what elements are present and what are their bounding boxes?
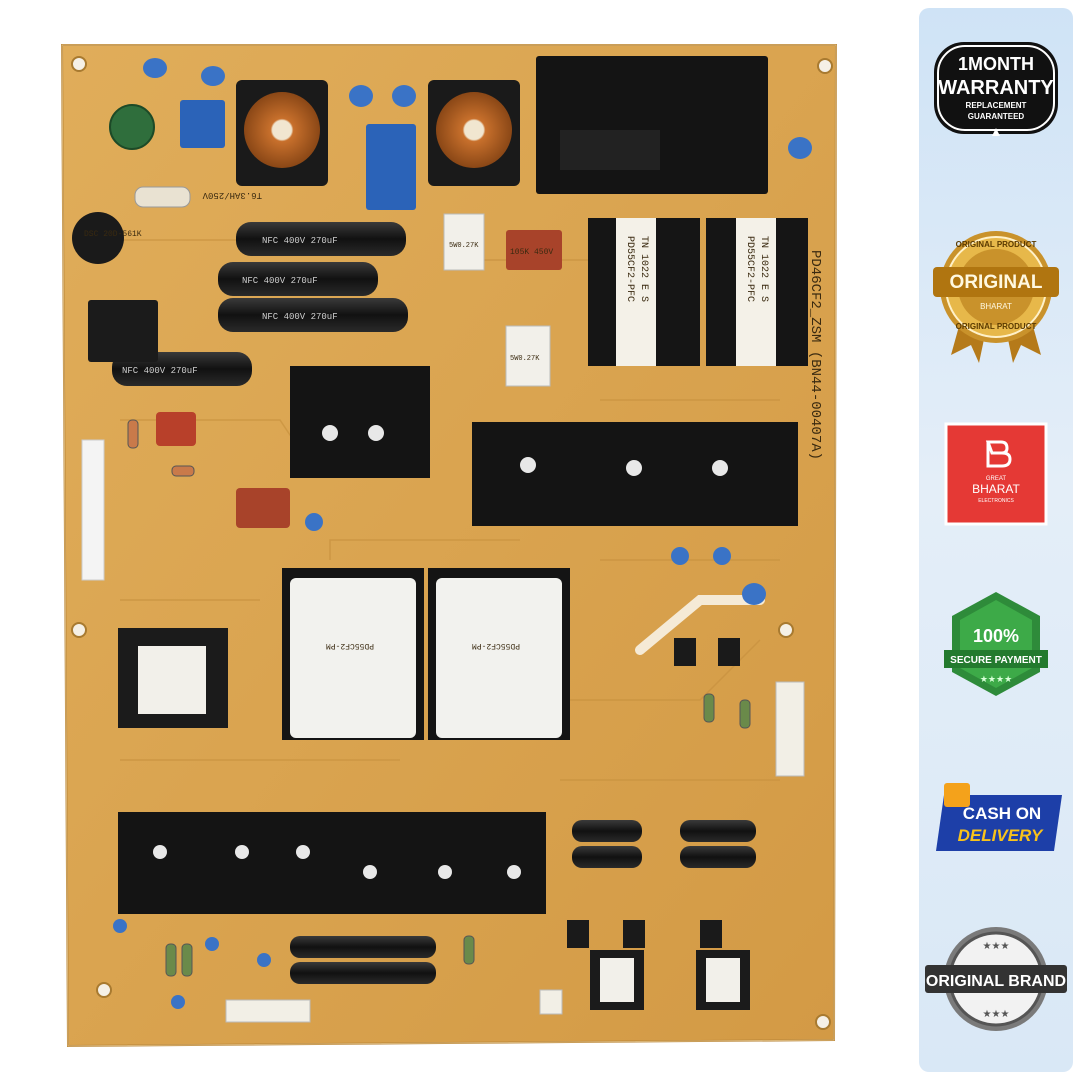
resistor-label-1: 5W0.27K — [449, 242, 479, 250]
xfmr-label-2: PD55CF2-PM — [472, 641, 520, 650]
cap-label-3: NFC 400V 270uF — [262, 312, 338, 322]
cap-label-4: NFC 400V 270uF — [122, 366, 198, 376]
choke-right — [428, 80, 520, 186]
warranty-line3: REPLACEMENT — [966, 101, 1027, 110]
warranty-line1: 1MONTH — [958, 54, 1034, 74]
secure-pct: 100% — [973, 626, 1019, 646]
dsc-label: DSC 20D-561K — [84, 230, 142, 239]
output-capacitors — [290, 820, 756, 984]
warranty-line2: WARRANTY — [938, 77, 1054, 99]
serial-label — [81, 439, 105, 581]
original-brand: BHARAT — [980, 302, 1012, 311]
standby-transformer — [118, 628, 228, 728]
heatsink-bottom — [118, 812, 546, 914]
stars-icon: ★★★ — [983, 941, 1010, 952]
star-icon — [992, 128, 1000, 136]
cap-label-1: NFC 400V 270uF — [262, 236, 338, 246]
star-row-icon: ★★★★ — [980, 675, 1012, 685]
product-image: DSC 20D-561K T6.3AH/250V PD46CF2_ZSM (BN… — [60, 44, 838, 1048]
stars-bottom-icon: ★★★ — [983, 1009, 1010, 1020]
badge-sidebar: 1MONTH WARRANTY REPLACEMENT GUARANTEED O… — [919, 8, 1073, 1072]
brand-name: BHARAT — [972, 482, 1020, 496]
original-brand-badge: ★★★ ORIGINAL BRAND ★★★ — [919, 920, 1073, 1042]
film-cap-label: 105K 450V — [510, 248, 553, 257]
brand-small-top: GREAT — [986, 476, 1007, 482]
cement-resistor-1 — [443, 213, 485, 271]
relay — [88, 300, 158, 362]
power-supply-board: DSC 20D-561K T6.3AH/250V PD46CF2_ZSM (BN… — [60, 44, 838, 1048]
brand-logo: GREAT BHARAT ELECTRONICS — [919, 418, 1073, 530]
resistor-label-2: 5W0.27K — [510, 355, 540, 363]
main-transformers: PD55CF2-PM PD55CF2-PM — [282, 568, 570, 740]
cement-resistor-2 — [505, 325, 551, 387]
secure-label: SECURE PAYMENT — [950, 655, 1042, 666]
pfc-left-label: PD55CF2-PFC — [624, 236, 635, 302]
film-cap-red — [506, 230, 562, 270]
model-label: PD46CF2_ZSM (BN44-00407A) — [807, 250, 823, 460]
small-blue-caps — [143, 58, 812, 605]
blue-film-cap-1 — [180, 100, 225, 148]
varistor-green — [109, 104, 155, 150]
heatsink-top — [536, 56, 768, 194]
brand-sub: ELECTRONICS — [978, 498, 1014, 504]
fuse-label: T6.3AH/250V — [202, 190, 262, 200]
warranty-line4: GUARANTEED — [968, 112, 1025, 121]
dsc-disc — [72, 212, 124, 264]
connector-bottom — [225, 999, 311, 1023]
pfc-right-sub: TN 1022 E S — [758, 236, 769, 302]
xfmr-label-1: PD55CF2-PM — [326, 641, 374, 650]
warranty-badge: 1MONTH WARRANTY REPLACEMENT GUARANTEED — [919, 14, 1073, 166]
original-main: ORIGINAL — [950, 272, 1043, 293]
brand-seal-text: ORIGINAL BRAND — [926, 973, 1066, 990]
box-icon — [944, 783, 970, 807]
cod-line1: CASH ON — [963, 804, 1041, 823]
original-bottom: ORIGINAL PRODUCT — [956, 322, 1037, 331]
original-top: ORIGINAL PRODUCT — [956, 240, 1037, 249]
cod-line2: DELIVERY — [958, 826, 1044, 845]
cod-badge: CASH ON DELIVERY — [919, 780, 1073, 872]
blue-film-cap-2 — [366, 124, 416, 210]
pfc-inductor-right: PD55CF2-PFC TN 1022 E S — [706, 218, 808, 366]
secure-payment-badge: 100% SECURE PAYMENT ★★★★ — [919, 586, 1073, 702]
original-product-badge: ORIGINAL ORIGINAL PRODUCT BHARAT ORIGINA… — [919, 218, 1073, 368]
heatsink-center-left — [290, 366, 430, 478]
pfc-right-label: PD55CF2-PFC — [744, 236, 755, 302]
cap-label-2: NFC 400V 270uF — [242, 276, 318, 286]
mounting-holes — [71, 56, 833, 1030]
pfc-inductor-left: PD55CF2-PFC TN 1022 E S — [588, 218, 700, 366]
connector-right — [775, 681, 805, 777]
choke-left — [236, 80, 328, 186]
fuse — [134, 186, 191, 208]
pfc-left-sub: TN 1022 E S — [638, 236, 649, 302]
brand-b-icon — [985, 440, 1012, 468]
